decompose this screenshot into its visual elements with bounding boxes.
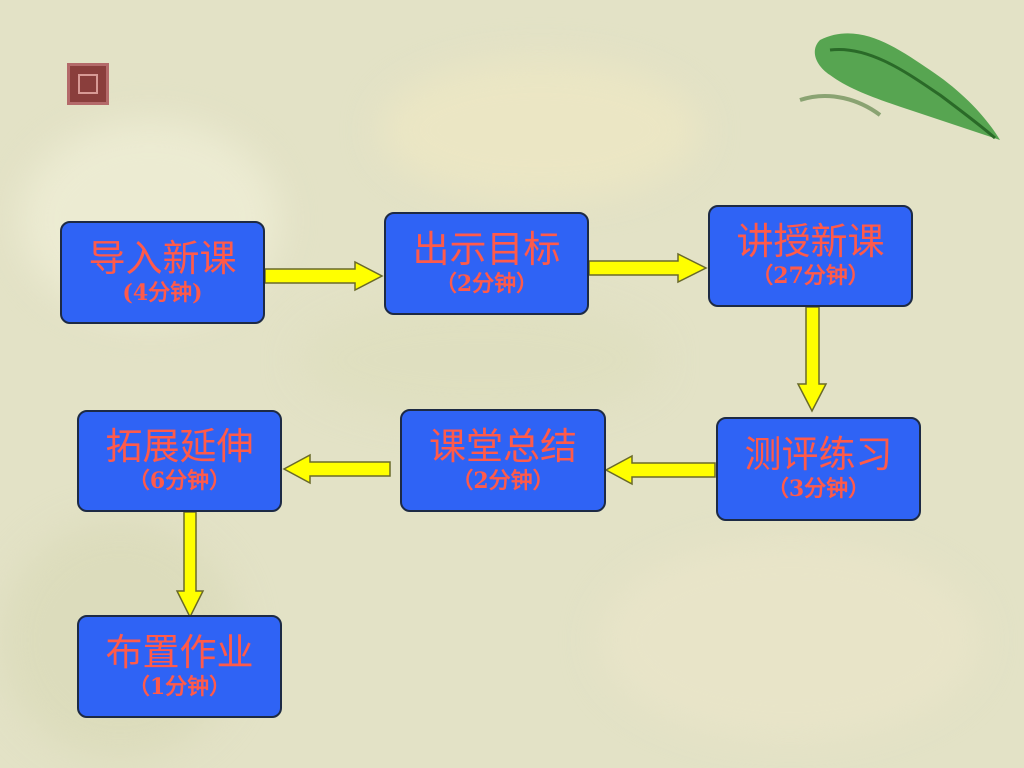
node-duration: （3分钟） xyxy=(766,476,871,502)
node-duration: （27分钟） xyxy=(751,263,870,289)
node-title: 导入新课 xyxy=(88,236,237,280)
arrow-down xyxy=(796,306,828,413)
node-title: 讲授新课 xyxy=(736,220,885,263)
arrow-left xyxy=(282,453,391,485)
arrow-down xyxy=(175,511,205,619)
node-summary[interactable]: 课堂总结 （2分钟） xyxy=(400,409,606,512)
node-teach[interactable]: 讲授新课 （27分钟） xyxy=(708,205,913,307)
node-title: 拓展延伸 xyxy=(105,425,254,468)
node-show-goals[interactable]: 出示目标 （2分钟） xyxy=(384,212,589,315)
node-duration: (4分钟) xyxy=(122,279,203,306)
background-texture xyxy=(300,300,660,420)
node-duration: （2分钟） xyxy=(434,270,539,297)
arrow-left xyxy=(604,454,716,486)
background-texture xyxy=(380,60,700,200)
node-duration: （6分钟） xyxy=(127,468,232,494)
node-duration: （2分钟） xyxy=(451,467,555,494)
node-extend[interactable]: 拓展延伸 （6分钟） xyxy=(77,410,282,512)
node-practice[interactable]: 测评练习 （3分钟） xyxy=(716,417,921,521)
node-import[interactable]: 导入新课 (4分钟) xyxy=(60,221,265,324)
node-homework[interactable]: 布置作业 （1分钟） xyxy=(77,615,282,718)
background-texture xyxy=(600,540,980,740)
node-title: 课堂总结 xyxy=(429,424,577,468)
arrow-right xyxy=(264,260,384,292)
node-title: 出示目标 xyxy=(412,227,561,271)
green-leaf-icon xyxy=(799,33,1000,140)
node-duration: （1分钟） xyxy=(127,673,232,700)
slide-marker-icon xyxy=(67,63,109,105)
node-title: 测评练习 xyxy=(744,433,893,476)
node-title: 布置作业 xyxy=(105,630,254,674)
arrow-right xyxy=(588,252,708,284)
